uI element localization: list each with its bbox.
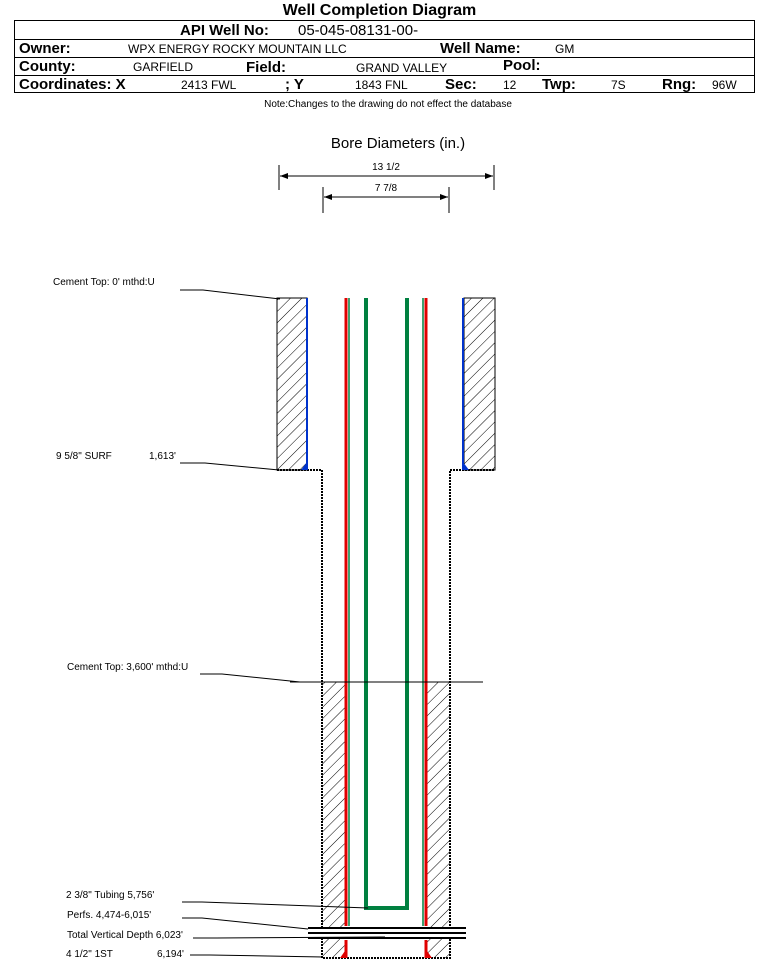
api-value: 05-045-08131-00-	[298, 22, 419, 39]
depth-labels: Cement Top: 0' mthd:U 9 5/8" SURF 1,613'…	[53, 277, 188, 960]
production-casing	[340, 298, 432, 958]
coord-x-label: Coordinates: X	[19, 76, 126, 93]
field-value: GRAND VALLEY	[356, 61, 448, 75]
leader-lines	[180, 289, 386, 958]
cement-top-prod-label: Cement Top: 3,600' mthd:U	[67, 662, 188, 673]
bore-inner-label: 7 7/8	[375, 183, 398, 194]
note: Note:Changes to the drawing do not effec…	[264, 99, 512, 110]
prod-cement-left	[322, 682, 346, 958]
tvd-label: Total Vertical Depth 6,023'	[67, 930, 183, 941]
sec-label: Sec:	[445, 76, 477, 93]
well-name-value: GM	[555, 42, 575, 56]
pool-label: Pool:	[503, 57, 541, 74]
owner-value: WPX ENERGY ROCKY MOUNTAIN LLC	[128, 42, 347, 56]
tubing-label: 2 3/8" Tubing 5,756'	[66, 890, 154, 901]
borehole-outline	[277, 469, 495, 959]
surface-depth-label: 1,613'	[149, 451, 176, 462]
county-label: County:	[19, 58, 76, 75]
prod-casing-label: 4 1/2" 1ST	[66, 949, 113, 960]
tubing	[364, 298, 409, 910]
county-value: GARFIELD	[133, 60, 194, 74]
coord-x-value: 2413 FWL	[181, 78, 237, 92]
bore-dimension-outer: 13 1/2	[278, 162, 495, 190]
bore-dimension-inner: 7 7/8	[322, 183, 450, 213]
owner-row: Owner: WPX ENERGY ROCKY MOUNTAIN LLC Wel…	[15, 40, 754, 58]
owner-label: Owner:	[19, 40, 71, 57]
bore-outer-label: 13 1/2	[372, 162, 400, 173]
prod-cement-right	[426, 682, 450, 958]
well-header-table: API Well No: 05-045-08131-00- Owner: WPX…	[14, 20, 755, 93]
bore-title: Bore Diameters (in.)	[331, 135, 465, 152]
api-label: API Well No:	[180, 22, 269, 39]
surface-casing-label: 9 5/8" SURF	[56, 451, 112, 462]
surface-cement-right	[463, 297, 496, 471]
prod-depth-label: 6,194'	[157, 949, 184, 960]
rng-label: Rng:	[662, 76, 697, 93]
well-name-label: Well Name:	[440, 40, 521, 57]
api-row: API Well No: 05-045-08131-00-	[15, 21, 754, 40]
cement-top-surface-label: Cement Top: 0' mthd:U	[53, 277, 155, 288]
field-label: Field:	[246, 59, 286, 76]
perfs-label: Perfs. 4,474-6,015'	[67, 910, 151, 921]
sec-value: 12	[503, 78, 517, 92]
twp-label: Twp:	[542, 76, 576, 93]
coord-y-label: ; Y	[285, 76, 304, 93]
coord-y-value: 1843 FNL	[355, 78, 408, 92]
coordinates-row: Coordinates: X 2413 FWL ; Y 1843 FNL Sec…	[15, 76, 754, 93]
surface-cement-left	[276, 297, 308, 471]
county-row: County: GARFIELD Field: GRAND VALLEY Poo…	[15, 57, 754, 76]
page-title: Well Completion Diagram	[282, 2, 477, 19]
perforations	[308, 927, 466, 939]
twp-value: 7S	[611, 78, 626, 92]
rng-value: 96W	[712, 78, 737, 92]
